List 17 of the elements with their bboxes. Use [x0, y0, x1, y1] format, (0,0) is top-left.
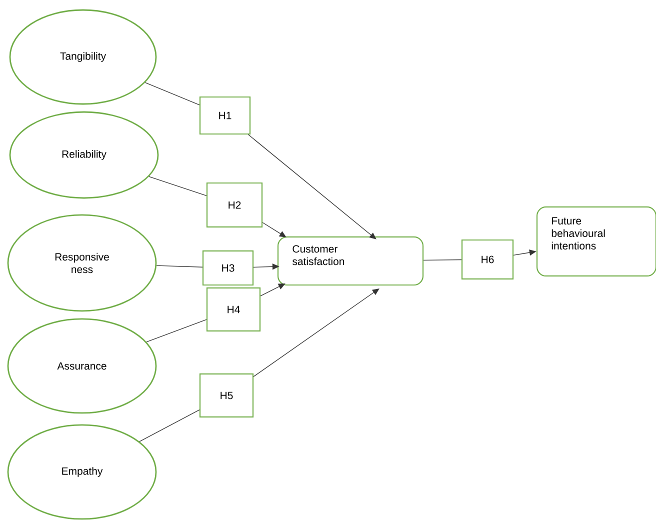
connector-line — [139, 409, 200, 442]
connector-line — [156, 265, 203, 268]
hypothesis-box: H4 — [206, 287, 261, 332]
hypothesis-box: H5 — [199, 373, 254, 418]
hypothesis-box: H2 — [206, 182, 263, 228]
connector-line — [146, 319, 207, 342]
arrow — [260, 283, 286, 296]
connector-line — [423, 259, 462, 261]
hypothesis-box: H6 — [461, 239, 514, 280]
outcome-box: Customer satisfaction — [277, 236, 424, 286]
arrow — [262, 222, 286, 238]
outcome-box: Future behavioural intentions — [536, 206, 656, 277]
hypothesis-box: H1 — [199, 96, 251, 135]
arrow — [248, 134, 376, 240]
connector-line — [144, 82, 200, 106]
connector-line — [148, 176, 207, 196]
hypothesis-box: H3 — [202, 250, 254, 286]
